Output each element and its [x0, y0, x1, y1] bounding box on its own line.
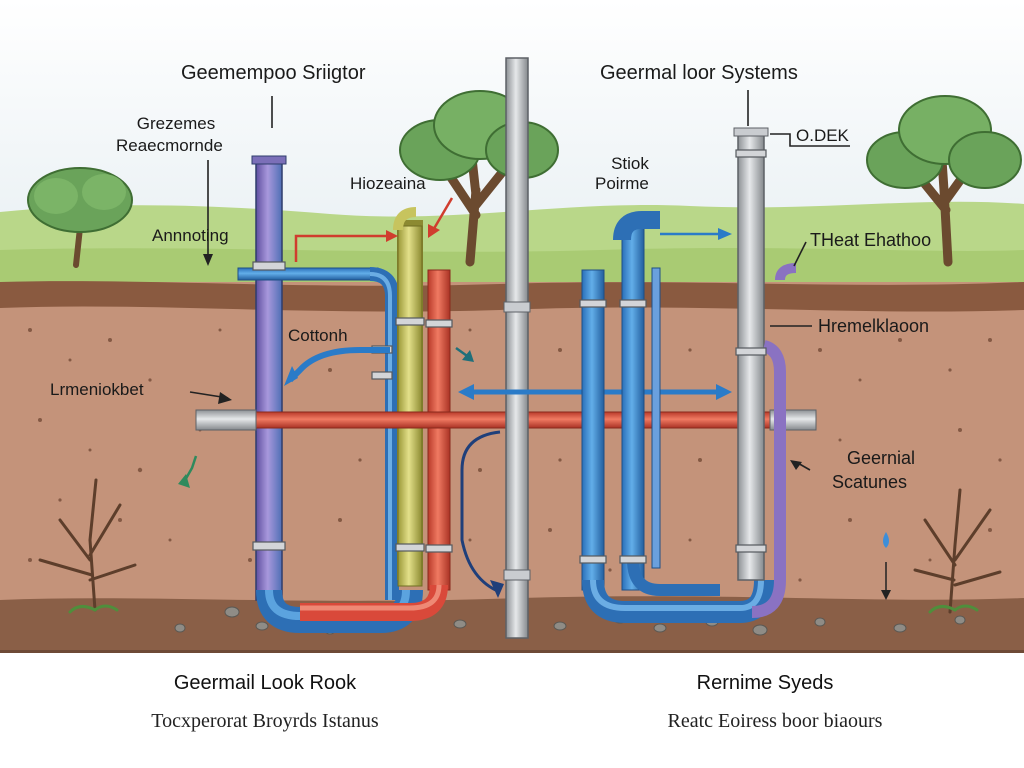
ground-line [0, 650, 1024, 653]
label-stiok: Stiok [611, 154, 649, 173]
bare-tree-icon [913, 488, 1002, 614]
supply-pipe-left [255, 159, 283, 601]
blue-pipe-right-a [581, 269, 605, 591]
water-drop-icon [881, 532, 891, 600]
pipe-cap [251, 155, 287, 165]
red-arrows [294, 197, 454, 262]
caption-right-subtitle: Reatc Eoiress boor biaours [667, 710, 883, 732]
label-poirme: Poirme [595, 174, 649, 193]
small-flow-pipe [287, 347, 390, 383]
olive-pipe [397, 225, 423, 587]
soil-speckles [28, 328, 1002, 582]
tree-icon [27, 167, 133, 268]
caption-right-title: Rernime Syeds [696, 672, 834, 694]
tree-icon [866, 95, 1022, 267]
bare-tree-icon [38, 478, 137, 614]
label-hiozeaina: Hiozeaina [350, 174, 426, 193]
label-annnoting: Annnoting [152, 226, 229, 245]
label-scatunes: Scatunes [832, 472, 908, 492]
title-top-right: Geermal loor Systems [600, 62, 798, 84]
pipe-clamps [252, 149, 767, 564]
title-top-left: Geemempoo Sriigtor [181, 62, 366, 84]
label-odek: O.DEK [796, 126, 849, 145]
label-cottonh: Cottonh [288, 326, 348, 345]
blue-pipe-right-b [621, 225, 645, 591]
purple-return-pipe [751, 340, 786, 618]
caption-left-title: Geermail Look Rook [173, 672, 357, 694]
return-pipe-red [427, 269, 451, 591]
label-reaecmornde: Reaecmornde [116, 136, 223, 155]
label-geernial: Geernial [846, 448, 916, 468]
label-theat: THeat Ehathoo [810, 230, 932, 250]
label-hremelklaoon: Hremelklaoon [818, 316, 930, 336]
flex-hose [460, 430, 501, 594]
pipe-fitting [195, 409, 257, 431]
caption-left-subtitle: Tocxperorat Broyrds Istanus [151, 710, 379, 732]
gray-pipe-right [737, 131, 765, 581]
label-grezemes: Grezemes [136, 114, 216, 133]
label-lrmeniokbet: Lrmeniokbet [50, 380, 144, 399]
center-pole [505, 57, 529, 639]
